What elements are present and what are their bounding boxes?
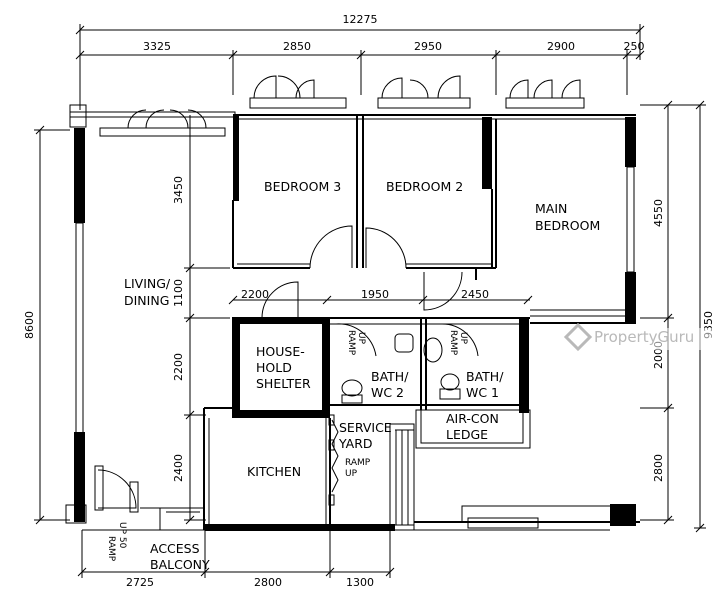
bath-2-label-1: BATH/: [371, 369, 409, 384]
left-dimensions: 8600 3450 1100 2200 2400: [23, 115, 230, 525]
left-dim-2: 1100: [172, 279, 185, 307]
bedroom-2-label: BEDROOM 2: [386, 179, 463, 194]
watermark: PropertyGuru: [532, 322, 722, 352]
inner-dim-1: 2200: [241, 288, 269, 301]
left-dim-4: 2400: [172, 454, 185, 482]
living-label-1: LIVING/: [124, 276, 171, 291]
toilet-bath2: [341, 379, 363, 397]
ramp-bath1-1: RAMP: [448, 330, 458, 356]
kitchen-label: KITCHEN: [247, 464, 301, 479]
access-balcony-label-2: BALCONY: [150, 557, 210, 572]
toilet-bath1: [440, 373, 460, 391]
service-yard-label-1: SERVICE: [339, 420, 392, 435]
service-yard-label-2: YARD: [338, 436, 373, 451]
ramp-yard-2: UP: [345, 469, 358, 479]
bedroom-3-label: BEDROOM 3: [264, 179, 341, 194]
bottom-dim-1: 2725: [126, 576, 154, 589]
ramp-labels: RAMP UP RAMP UP RAMP UP RAMP UP 50: [106, 330, 468, 562]
ramp-entry-1: RAMP: [106, 536, 116, 562]
access-balcony-label-1: ACCESS: [150, 541, 200, 556]
aircon-ledge-label-1: AIR-CON: [446, 411, 499, 426]
main-bedroom-label-2: BEDROOM: [535, 218, 600, 233]
ramp-bath2-2: UP: [356, 332, 366, 345]
bottom-dim-2: 2800: [254, 576, 282, 589]
sink-bath1: [423, 337, 443, 363]
household-shelter-label-2: HOLD: [256, 360, 292, 375]
room-labels: BEDROOM 3 BEDROOM 2 MAIN BEDROOM LIVING/…: [124, 179, 600, 572]
watermark-text: PropertyGuru: [594, 328, 694, 346]
bottom-dim-3: 1300: [346, 576, 374, 589]
inner-dim-3: 2450: [461, 288, 489, 301]
right-dimensions: 9350 4550 2000 2800: [640, 100, 715, 533]
left-dim-1: 3450: [172, 176, 185, 204]
walls: [65, 104, 640, 531]
left-total-dim: 8600: [23, 311, 36, 339]
household-shelter-label-1: HOUSE-: [256, 344, 305, 359]
windows: [99, 75, 585, 137]
doors: [94, 225, 479, 513]
ramp-bath1-2: UP: [458, 332, 468, 345]
top-dimensions: 12275 3325 2850 2950 2900 250: [75, 13, 645, 110]
inner-dim-2: 1950: [361, 288, 389, 301]
top-dim-1: 3325: [143, 40, 171, 53]
bath-1-label-2: WC 1: [466, 385, 499, 400]
right-dim-1: 4550: [652, 199, 665, 227]
top-dim-2: 2850: [283, 40, 311, 53]
living-label-2: DINING: [124, 293, 169, 308]
main-bedroom-label-1: MAIN: [535, 201, 567, 216]
bottom-dimensions: 2725 2800 1300: [77, 530, 395, 589]
ramp-bath2-1: RAMP: [346, 330, 356, 356]
top-dim-3: 2950: [414, 40, 442, 53]
aircon-ledge-label-2: LEDGE: [446, 427, 488, 442]
ramp-yard-1: RAMP: [345, 458, 371, 468]
ramp-entry-2: UP 50: [117, 522, 127, 549]
bath-2-label-2: WC 2: [371, 385, 404, 400]
right-dim-3: 2800: [652, 454, 665, 482]
household-shelter-label-3: SHELTER: [256, 376, 311, 391]
top-dim-5: 250: [624, 40, 645, 53]
inner-dimensions: 2200 1950 2450: [228, 288, 533, 305]
left-dim-3: 2200: [172, 353, 185, 381]
toilet-tank-bath2: [341, 394, 363, 404]
overall-width-label: 12275: [343, 13, 378, 26]
toilet-tank-bath1: [439, 388, 461, 400]
fixtures: [328, 333, 461, 506]
top-dim-4: 2900: [547, 40, 575, 53]
sink-bath2: [394, 333, 414, 353]
bath-1-label-1: BATH/: [466, 369, 504, 384]
propertyguru-logo-icon: [563, 322, 593, 352]
